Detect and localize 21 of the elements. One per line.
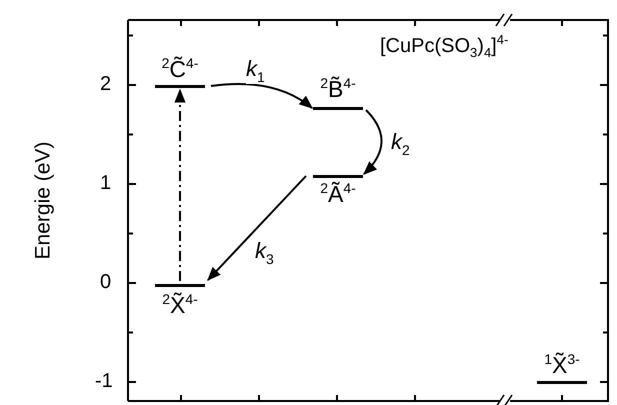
arrow xyxy=(210,83,314,109)
level-label: $^{2}$C̃$^{4-}$ xyxy=(160,56,200,81)
level-label: $^{2}$B̃$^{4-}$ xyxy=(319,76,357,101)
tick-label: 1 xyxy=(100,173,112,193)
level-label: $^{2}$Ã$^{4-}$ xyxy=(319,181,357,206)
tick-label: -1 xyxy=(95,371,113,391)
tick-label: 2 xyxy=(100,74,112,94)
rate-constant-label: k$_{2}$ xyxy=(391,131,410,157)
level-label: $^{1}$X̃$^{3-}$ xyxy=(543,352,581,377)
arrow xyxy=(363,109,382,175)
rate-constant-label: k$_{1}$ xyxy=(246,58,265,84)
arrow xyxy=(174,88,186,281)
arrow xyxy=(207,175,307,282)
energy-level xyxy=(537,352,587,385)
axis-title: Energie (eV) xyxy=(32,140,54,262)
level-label: $^{2}$X̃$^{4-}$ xyxy=(161,292,199,317)
energy-level xyxy=(155,56,205,89)
tick-label: 0 xyxy=(100,272,112,292)
rate-constant-label: k$_{3}$ xyxy=(255,240,274,266)
molecule-label: [CuPc(SO$_{3}$)$_{4}$]$^{4-}$ xyxy=(380,33,508,59)
energy-level xyxy=(313,76,363,111)
